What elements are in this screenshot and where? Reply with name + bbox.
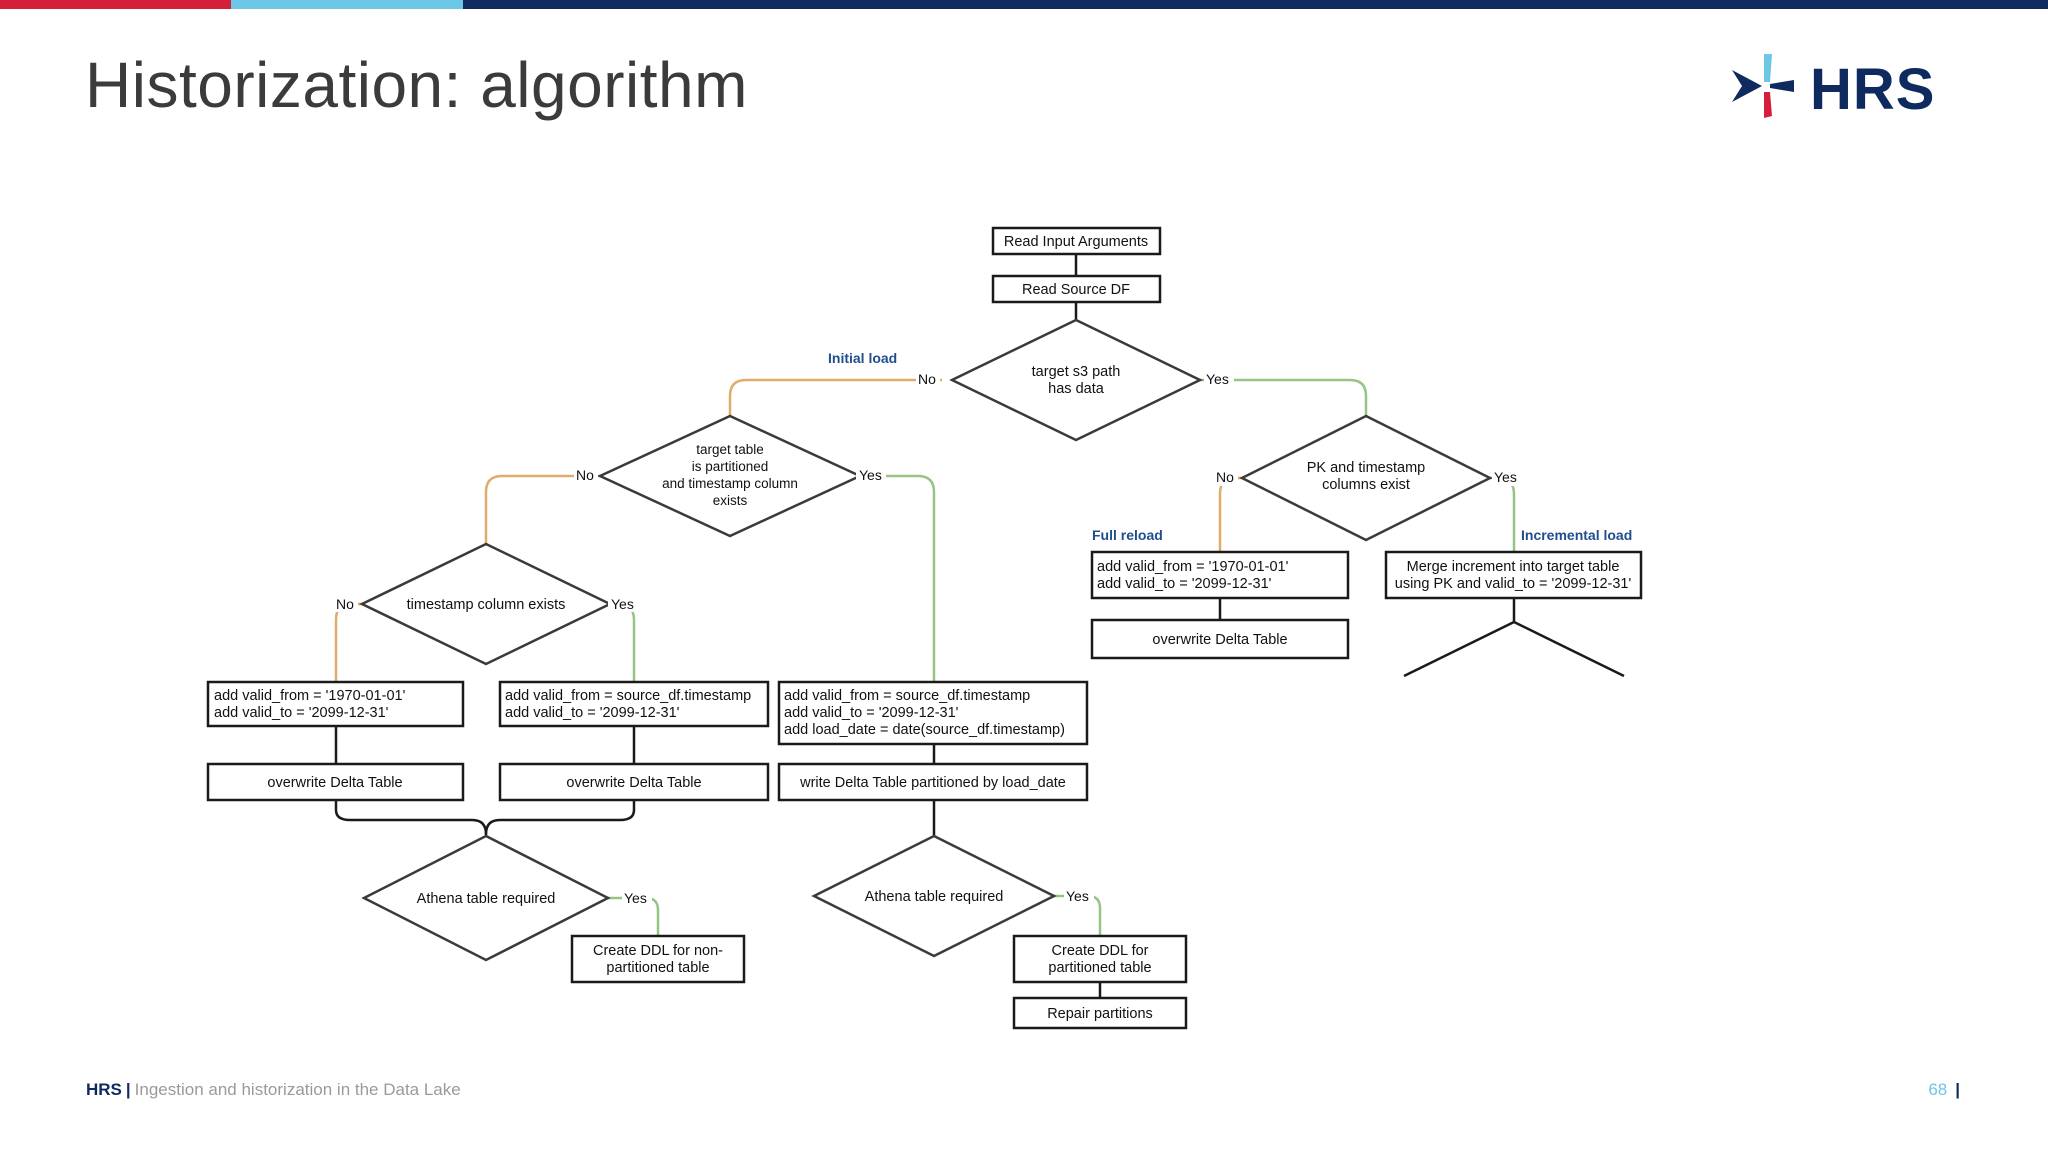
svg-text:Read Source DF: Read Source DF <box>1022 282 1130 298</box>
process-write-partitioned: write Delta Table partitioned by load_da… <box>777 762 1089 802</box>
svg-text:and timestamp column: and timestamp column <box>662 476 798 491</box>
label-no: No <box>336 596 354 612</box>
label-no: No <box>918 371 936 387</box>
svg-text:add valid_from = '1970-01-01': add valid_from = '1970-01-01' <box>1097 559 1289 575</box>
footer-separator: | <box>125 1080 131 1099</box>
svg-text:Repair partitions: Repair partitions <box>1047 1006 1153 1022</box>
decision-timestamp: timestamp column exists <box>359 542 613 666</box>
svg-text:exists: exists <box>713 493 748 508</box>
footer-brand: HRS <box>86 1080 122 1099</box>
label-yes: Yes <box>624 890 647 906</box>
svg-text:Create DDL for non-: Create DDL for non- <box>593 943 723 959</box>
process-ddl-nonpartitioned: Create DDL for non- partitioned table <box>570 934 746 984</box>
accent-bar-cyan <box>231 0 463 9</box>
svg-text:target table: target table <box>696 442 764 457</box>
svg-text:overwrite Delta Table: overwrite Delta Table <box>566 775 701 791</box>
svg-text:add valid_to = '2099-12-31': add valid_to = '2099-12-31' <box>505 705 680 721</box>
footer-left: HRS|Ingestion and historization in the D… <box>86 1080 461 1100</box>
hrs-star-icon <box>1732 54 1794 118</box>
decision-athena-2: Athena table required <box>811 834 1057 958</box>
label-yes: Yes <box>1066 888 1089 904</box>
decision-target-has-data: target s3 path has data <box>949 318 1203 442</box>
svg-text:is partitioned: is partitioned <box>692 459 769 474</box>
svg-text:has data: has data <box>1048 381 1105 397</box>
process-overwrite-d: overwrite Delta Table <box>1090 618 1350 660</box>
process-repair-partitions: Repair partitions <box>1012 996 1188 1030</box>
svg-text:add valid_from = '1970-01-01': add valid_from = '1970-01-01' <box>214 688 406 704</box>
top-accent-bar <box>0 0 2048 9</box>
svg-text:partitioned table: partitioned table <box>1048 960 1151 976</box>
process-box-a: add valid_from = '1970-01-01' add valid_… <box>206 680 465 728</box>
svg-text:add valid_to = '2099-12-31': add valid_to = '2099-12-31' <box>1097 576 1272 592</box>
decision-pk-timestamp: PK and timestamp columns exist <box>1239 414 1493 542</box>
svg-text:Merge increment into target ta: Merge increment into target table <box>1407 559 1620 575</box>
label-no: No <box>576 467 594 483</box>
svg-text:overwrite Delta Table: overwrite Delta Table <box>267 775 402 791</box>
svg-text:overwrite Delta Table: overwrite Delta Table <box>1152 632 1287 648</box>
decision-athena-1: Athena table required <box>361 834 611 962</box>
note-full-reload: Full reload <box>1092 527 1163 543</box>
decision-partitioned: target table is partitioned and timestam… <box>597 414 863 538</box>
svg-text:columns exist: columns exist <box>1322 477 1410 493</box>
note-initial-load: Initial load <box>828 350 897 366</box>
process-overwrite-b: overwrite Delta Table <box>498 762 770 802</box>
footer-right: 68 | <box>1928 1080 1960 1100</box>
note-incremental-load: Incremental load <box>1521 527 1632 543</box>
svg-text:using PK and valid_to = '2099-: using PK and valid_to = '2099-12-31' <box>1395 576 1632 592</box>
svg-text:partitioned table: partitioned table <box>606 960 709 976</box>
process-box-e: Merge increment into target table using … <box>1384 550 1643 600</box>
footer-text: Ingestion and historization in the Data … <box>134 1080 461 1099</box>
svg-text:add valid_to = '2099-12-31': add valid_to = '2099-12-31' <box>214 705 389 721</box>
svg-text:Athena table required: Athena table required <box>417 891 556 907</box>
page-title: Historization: algorithm <box>85 49 748 121</box>
logo-text: HRS <box>1810 57 1935 122</box>
label-yes: Yes <box>859 467 882 483</box>
branch-labels: No Yes No Yes No Yes No Yes Yes Yes <box>334 370 1522 906</box>
svg-text:add load_date = date(source_df: add load_date = date(source_df.timestamp… <box>784 722 1065 738</box>
label-yes: Yes <box>1206 371 1229 387</box>
label-yes: Yes <box>1494 469 1517 485</box>
svg-text:write Delta Table partitioned: write Delta Table partitioned by load_da… <box>799 775 1066 791</box>
svg-text:add valid_from = source_df.tim: add valid_from = source_df.timestamp <box>505 688 751 704</box>
svg-text:add valid_from = source_df.tim: add valid_from = source_df.timestamp <box>784 688 1030 704</box>
page-separator: | <box>1955 1080 1960 1099</box>
process-ddl-partitioned: Create DDL for partitioned table <box>1012 934 1188 984</box>
page-number: 68 <box>1928 1080 1948 1099</box>
process-box-d: add valid_from = '1970-01-01' add valid_… <box>1090 550 1350 600</box>
process-read-args: Read Input Arguments <box>991 226 1162 256</box>
hrs-logo: HRS <box>1732 54 1935 122</box>
process-overwrite-a: overwrite Delta Table <box>206 762 465 802</box>
process-box-b: add valid_from = source_df.timestamp add… <box>498 680 770 728</box>
accent-bar-navy <box>463 0 2048 9</box>
process-read-source: Read Source DF <box>991 274 1162 304</box>
svg-text:Read Input Arguments: Read Input Arguments <box>1004 234 1148 250</box>
svg-text:Create DDL for: Create DDL for <box>1052 943 1149 959</box>
accent-bar-red <box>0 0 231 9</box>
svg-text:PK and timestamp: PK and timestamp <box>1307 460 1425 476</box>
svg-text:Athena table required: Athena table required <box>865 889 1004 905</box>
svg-text:timestamp column exists: timestamp column exists <box>407 597 566 613</box>
process-box-c: add valid_from = source_df.timestamp add… <box>777 680 1089 746</box>
svg-text:add valid_to = '2099-12-31': add valid_to = '2099-12-31' <box>784 705 959 721</box>
label-yes: Yes <box>611 596 634 612</box>
label-no: No <box>1216 469 1234 485</box>
svg-text:target s3 path: target s3 path <box>1032 364 1121 380</box>
